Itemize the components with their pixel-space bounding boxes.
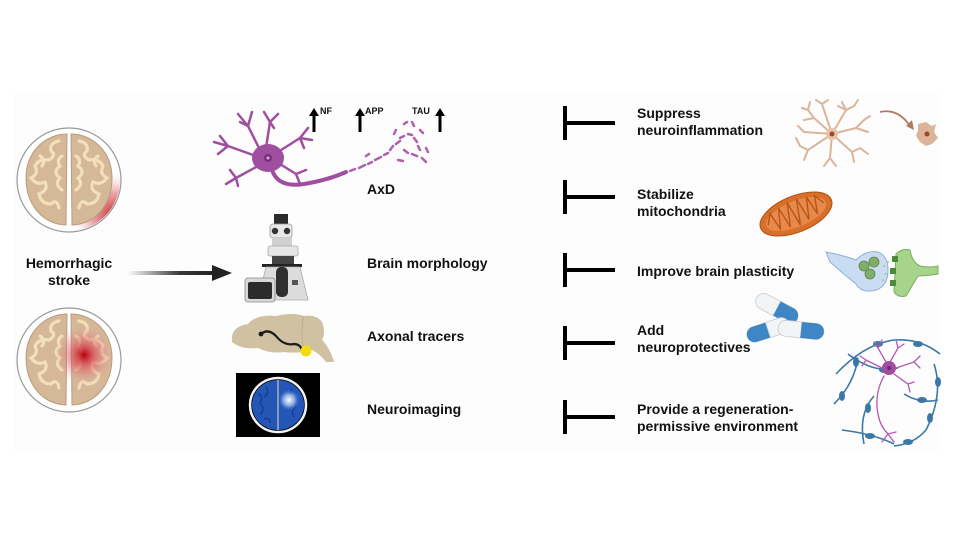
intervention-stabilize-mitochondria: Stabilize mitochondria bbox=[637, 186, 726, 219]
capsules-icon bbox=[746, 293, 825, 343]
arrow-up-icon bbox=[355, 108, 365, 132]
inhibitor-symbol bbox=[563, 253, 615, 287]
arrow-icon bbox=[128, 265, 232, 281]
inhibitor-symbol bbox=[563, 326, 615, 360]
cause-label: Hemorrhagic stroke bbox=[25, 255, 113, 288]
synapse-icon bbox=[825, 249, 939, 297]
microscope-icon bbox=[244, 214, 309, 303]
degenerating-neuron-icon bbox=[212, 110, 430, 188]
inhibitor-symbol bbox=[563, 400, 615, 434]
rodent-brain-tracer-icon bbox=[232, 314, 334, 362]
intervention-add-neuroprotectives: Add neuroprotectives bbox=[637, 322, 751, 355]
intervention-regeneration-environment: Provide a regeneration- permissive envir… bbox=[637, 401, 799, 434]
mitochondrion-icon bbox=[759, 191, 833, 237]
microglia-icon bbox=[795, 99, 938, 167]
inhibitor-symbol bbox=[563, 106, 615, 140]
arrow-up-icon bbox=[435, 108, 445, 132]
brain-mri-icon bbox=[236, 373, 320, 437]
arrow-up-icon bbox=[309, 108, 319, 132]
pathology-brain-morphology: Brain morphology bbox=[367, 255, 488, 271]
pathology-axonal-tracers: Axonal tracers bbox=[367, 328, 465, 344]
intervention-improve-plasticity: Improve brain plasticity bbox=[637, 263, 795, 279]
intervention-suppress-neuroinflammation: Suppress neuroinflammation bbox=[637, 105, 764, 138]
brain-deep-bleed-icon bbox=[16, 307, 122, 413]
brain-surface-bleed-icon bbox=[16, 127, 122, 233]
neuron-scaffold-icon bbox=[833, 338, 941, 447]
pathology-axd: AxD bbox=[367, 181, 396, 197]
pathology-neuroimaging: Neuroimaging bbox=[367, 401, 462, 417]
inhibitor-symbol bbox=[563, 180, 615, 214]
